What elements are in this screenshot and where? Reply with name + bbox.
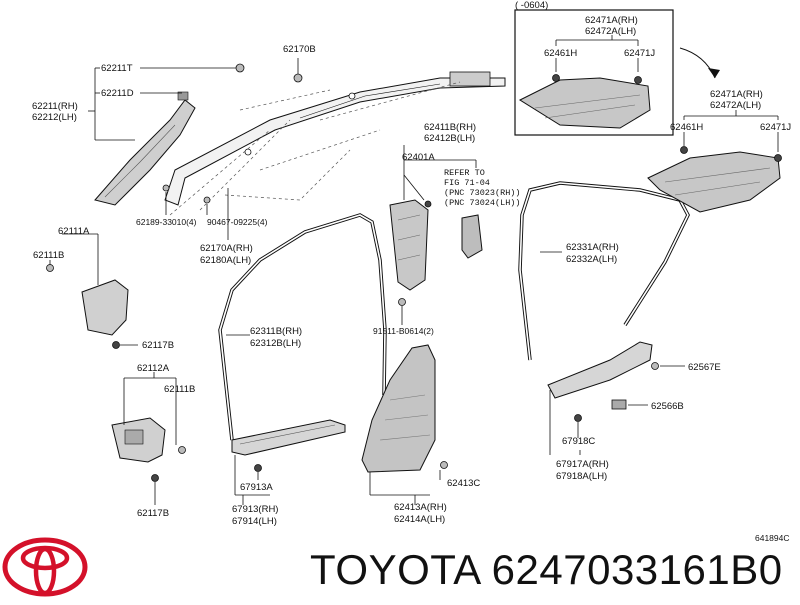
cowl-side-trim-upper-part bbox=[46, 264, 129, 349]
arrow-head-icon bbox=[708, 68, 720, 78]
label-62471J-exploded: 62471J bbox=[760, 122, 791, 133]
label-62461H-exploded: 62461H bbox=[670, 122, 703, 133]
front-scuff-plate-part bbox=[231, 419, 346, 472]
part-caption: TOYOTA 6247033161B0 bbox=[310, 542, 790, 598]
label-62412B-LH: 62412B(LH) bbox=[424, 133, 475, 144]
center-pillar-garnish-upper-part bbox=[389, 199, 432, 306]
label-62211RH: 62211(RH) bbox=[32, 101, 78, 112]
roof-rail-part bbox=[164, 71, 506, 206]
label-67918A-LH: 67918A(LH) bbox=[556, 471, 607, 482]
label-62567E: 62567E bbox=[688, 362, 721, 373]
clip-62170B bbox=[293, 73, 303, 83]
label-62112A: 62112A bbox=[137, 363, 170, 374]
label-62472A-LH-inset: 62472A(LH) bbox=[585, 26, 636, 37]
phantom-lines bbox=[169, 81, 461, 216]
label-67917A-RH: 67917A(RH) bbox=[556, 459, 609, 470]
center-pillar-garnish-lower-part bbox=[361, 344, 448, 473]
label-62411B-RH: 62411B(RH) bbox=[424, 122, 476, 133]
refer-note-line-4: (PNC 73024(LH)) bbox=[444, 198, 521, 208]
label-62180A-LH: 62180A(LH) bbox=[200, 255, 251, 266]
label-67918C: 67918C bbox=[562, 436, 595, 447]
arrow-line bbox=[679, 47, 716, 79]
rear-scuff-plate-part bbox=[547, 341, 659, 422]
label-62111B-lower: 62111B bbox=[164, 384, 195, 395]
front-pillar-garnish-part bbox=[94, 91, 196, 206]
inset-header: ( -0604) bbox=[515, 0, 548, 11]
label-62471A-RH-exploded: 62471A(RH) bbox=[710, 89, 763, 100]
refer-note-line-3: (PNC 73023(RH)) bbox=[444, 188, 521, 198]
label-62189-33010: 62189-33010(4) bbox=[136, 217, 197, 227]
label-62471J-inset: 62471J bbox=[624, 48, 655, 59]
label-90467-09225: 90467-09225(4) bbox=[207, 217, 268, 227]
roof-side-trim-exploded-part bbox=[647, 146, 782, 213]
refer-note-line-2: FIG 71-04 bbox=[444, 178, 490, 188]
label-62212LH: 62212(LH) bbox=[32, 112, 77, 123]
label-67914-LH: 67914(LH) bbox=[232, 516, 277, 527]
label-62111B-upper: 62111B bbox=[33, 250, 64, 261]
seat-belt-anchor-part bbox=[461, 214, 483, 259]
label-62461H-inset: 62461H bbox=[544, 48, 577, 59]
label-62312B-LH: 62312B(LH) bbox=[250, 338, 301, 349]
brand-name: TOYOTA bbox=[310, 546, 480, 593]
label-62471A-RH-inset: 62471A(RH) bbox=[585, 15, 638, 26]
label-62311B-RH: 62311B(RH) bbox=[250, 326, 302, 337]
label-62117B-lower: 62117B bbox=[137, 508, 169, 519]
toyota-logo bbox=[2, 537, 88, 597]
label-62401A: 62401A bbox=[402, 152, 435, 163]
label-62332A-LH: 62332A(LH) bbox=[566, 254, 617, 265]
label-91511-B0614: 91511-B0614(2) bbox=[373, 326, 434, 336]
label-62117B-upper: 62117B bbox=[142, 340, 174, 351]
label-62170B: 62170B bbox=[283, 44, 316, 55]
label-62211D: 62211D bbox=[101, 88, 134, 99]
clip-90467 bbox=[203, 196, 211, 204]
rear-door-weatherstrip-part bbox=[518, 181, 690, 361]
inset-box bbox=[514, 9, 674, 136]
part-number: 6247033161B0 bbox=[491, 546, 783, 593]
label-62331A-RH: 62331A(RH) bbox=[566, 242, 619, 253]
label-62566B: 62566B bbox=[651, 401, 684, 412]
drawing-code: 641894C bbox=[755, 533, 790, 543]
clip-62189 bbox=[162, 184, 170, 192]
label-67913A: 67913A bbox=[240, 482, 273, 493]
cowl-side-trim-lower-part bbox=[111, 417, 186, 482]
label-67913-RH: 67913(RH) bbox=[232, 504, 278, 515]
label-62413A-RH: 62413A(RH) bbox=[394, 502, 447, 513]
refer-note-line-1: REFER TO bbox=[444, 168, 485, 178]
label-62170A-RH: 62170A(RH) bbox=[200, 243, 253, 254]
leader-lines bbox=[49, 35, 779, 505]
label-62472A-LH-exploded: 62472A(LH) bbox=[710, 100, 761, 111]
label-62414A-LH: 62414A(LH) bbox=[394, 514, 445, 525]
label-62413C: 62413C bbox=[447, 478, 480, 489]
label-62111A: 62111A bbox=[58, 226, 90, 237]
roof-side-trim-inset-part bbox=[518, 74, 651, 129]
label-62211T: 62211T bbox=[101, 63, 133, 74]
clip-62211T bbox=[235, 63, 245, 73]
